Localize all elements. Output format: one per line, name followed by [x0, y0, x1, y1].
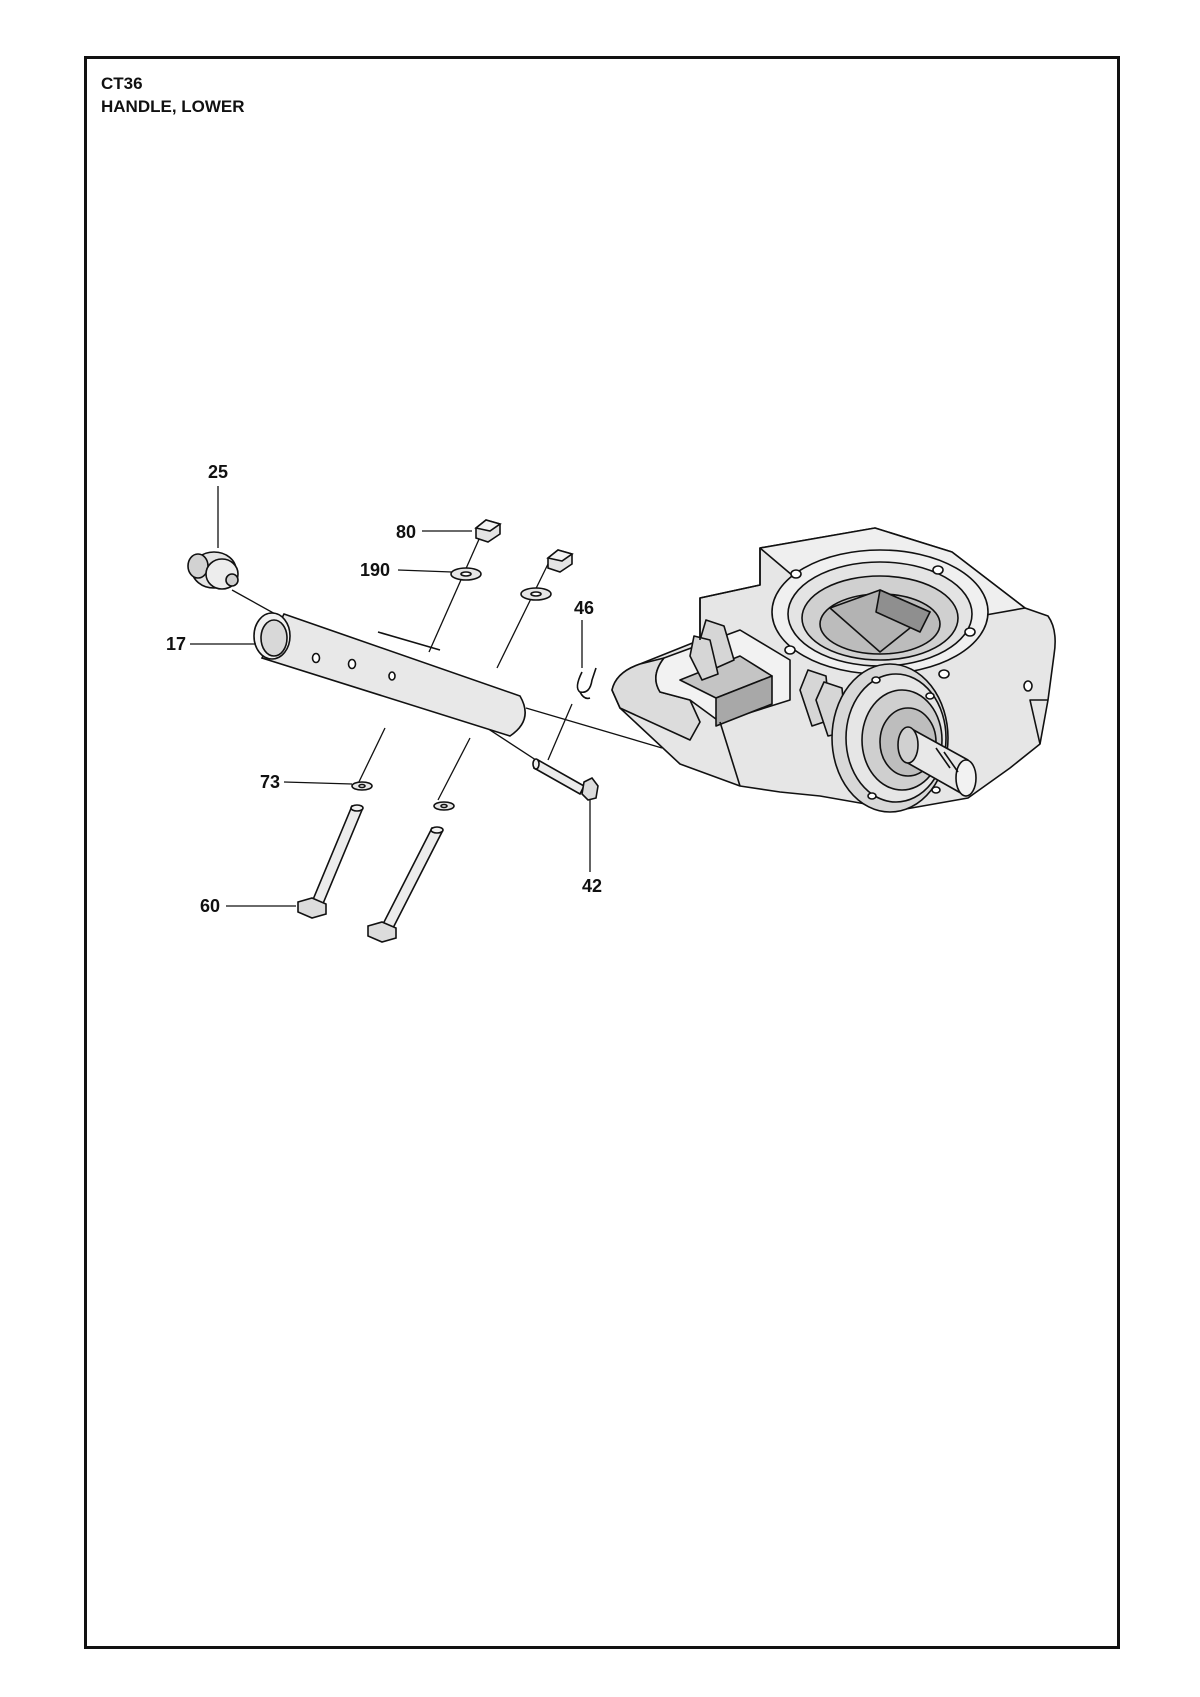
drawing-frame [84, 56, 1120, 1649]
callout-60: 60 [200, 896, 220, 916]
part-73-washers [351, 781, 455, 811]
callout-42: 42 [582, 876, 602, 896]
callout-25: 25 [208, 462, 228, 482]
part-46-hairpin-clip [576, 667, 597, 700]
callout-labels: 25 80 190 46 17 73 42 60 [166, 462, 602, 916]
part-25-end-cap [187, 551, 239, 590]
callout-190: 190 [360, 560, 390, 580]
callout-leaders [190, 486, 591, 907]
callout-80: 80 [396, 522, 416, 542]
gearbox-housing [611, 527, 1056, 813]
title-block: CT36 HANDLE, LOWER [101, 72, 245, 118]
part-190-washers [450, 567, 552, 601]
model-code: CT36 [101, 74, 143, 93]
section-title: HANDLE, LOWER [101, 97, 245, 116]
part-80-nuts [474, 519, 574, 573]
callout-17: 17 [166, 634, 186, 654]
callout-73: 73 [260, 772, 280, 792]
part-42-pivot-bolt [532, 758, 599, 801]
part-60-bolts [297, 804, 444, 943]
callout-46: 46 [574, 598, 594, 618]
part-17-lower-handle-tube [253, 612, 526, 737]
